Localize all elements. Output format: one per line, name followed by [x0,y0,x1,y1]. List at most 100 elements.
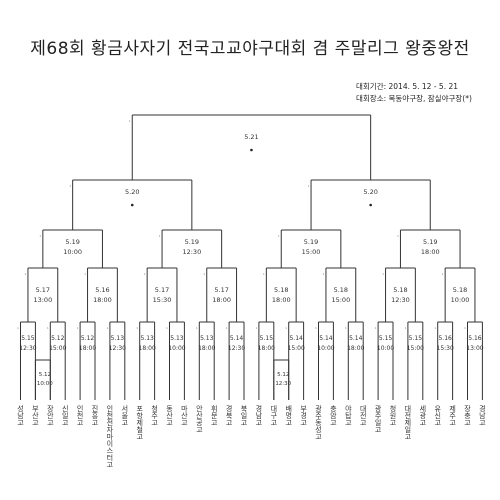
team-name: 세광고 [419,404,427,426]
semifinal-date: 5.20 [363,188,377,196]
team-name: 청주고 [151,405,159,426]
team-name: 광주일고 [374,405,382,433]
round32-tick: 1 [255,326,257,330]
round32-tick: 1 [464,326,466,330]
quarterfinal-date: 5.19 [304,238,318,246]
opening-time: 12:30 [275,381,291,387]
team-name: 제주고 [449,405,457,426]
opening-time: 10:00 [37,381,53,387]
team-name: 대구고 [270,405,278,426]
round32-time: 13:00 [466,345,483,352]
round32-date: 5.13 [200,335,214,342]
round16-time: 18:00 [93,296,112,304]
team-name: 대전제일고 [404,405,412,440]
round32-date: 5.14 [319,335,333,342]
round32-tick: 1 [106,326,108,330]
round16-date: 5.18 [334,286,348,294]
quarterfinal-tick: 1 [278,234,280,238]
quarterfinal-tick: 1 [397,234,399,238]
round32-time: 12:30 [109,345,126,352]
round32-time: 18:00 [139,345,156,352]
round32-date: 5.14 [349,335,363,342]
jamsil-marker [130,203,134,207]
round32-time: 15:00 [288,345,305,352]
round32-tick: 1 [345,326,347,330]
round32-time: 18:00 [347,345,364,352]
round32-date: 5.14 [289,335,303,342]
quarterfinal-time: 18:00 [421,248,440,256]
jamsil-marker [369,203,372,207]
quarterfinal-tick: 1 [39,234,41,238]
team-name: 인천고 [76,404,84,426]
tournament-venue: 대회장소: 목동야구장, 잠실야구장(*) [356,94,472,103]
tournament-period: 대회기간: 2014. 5. 12 - 5. 21 [356,82,459,91]
opening-date: 5.12 [277,372,289,378]
round16-date: 5.17 [36,286,50,294]
round32-date: 5.15 [260,335,274,342]
team-name: 경북고 [225,404,233,426]
team-name: 광주동성고 [315,405,323,440]
team-name: 포항제철고 [136,405,144,440]
round16-tick: 1 [442,272,444,276]
team-name: 부산고 [31,405,39,426]
team-name: 장충고 [464,404,472,426]
round32-time: 10:00 [168,345,185,352]
team-name: 신일고 [61,404,69,426]
round32-date: 5.12 [51,335,65,342]
semifinal-date: 5.20 [125,188,139,196]
round32-time: 12:30 [228,345,245,352]
team-name: 서울고 [121,404,129,426]
round32-time: 18:00 [258,345,275,352]
round32-date: 5.15 [409,335,423,342]
team-name: 충암고 [329,404,337,426]
round32-time: 12:30 [19,345,36,352]
round32-date: 5.13 [140,335,154,342]
round32-time: 18:00 [198,345,215,352]
round16-date: 5.18 [453,286,467,294]
opening-date: 5.12 [39,372,51,378]
round32-tick: 1 [17,326,19,330]
team-name: 인천전자마이스터고 [106,404,114,468]
round32-date: 5.15 [21,335,35,342]
round32-date: 5.16 [468,335,482,342]
team-name: 북일고 [240,405,248,426]
round16-time: 13:00 [33,296,52,304]
round16-date: 5.17 [214,286,228,294]
semifinal-tick: 1 [69,184,71,188]
round32-date: 5.16 [438,335,452,342]
round32-tick: 1 [226,326,228,330]
round32-tick: 1 [47,326,49,330]
round32-date: 5.13 [111,335,125,342]
team-name: 야탑고 [344,404,352,426]
round32-tick: 1 [315,326,317,330]
quarterfinal-date: 5.19 [65,238,79,246]
round16-tick: 1 [322,272,324,276]
round32-tick: 1 [434,326,436,330]
team-name: 경남고 [255,404,263,426]
quarterfinal-tick: 1 [159,234,161,238]
round32-date: 5.13 [170,335,184,342]
round16-tick: 1 [382,272,384,276]
round16-time: 15:30 [153,296,172,304]
round32-time: 10:00 [317,345,334,352]
team-name: 휘문고 [210,404,218,426]
page-title: 제68회 황금사자기 전국고교야구대회 겸 주말리그 왕중왕전 [30,39,470,59]
team-name: 마산고 [180,404,188,426]
team-name: 배명고 [285,404,293,426]
team-name: 유신고 [434,405,442,426]
team-name: 진흥고 [91,404,99,426]
round16-tick: 1 [24,272,26,276]
team-name: 청원고 [389,405,397,426]
round32-tick: 1 [285,326,287,330]
round32-time: 15:00 [407,345,424,352]
round16-tick: 1 [263,272,265,276]
round16-time: 15:00 [331,296,350,304]
team-name: 장안고 [46,404,54,426]
round32-date: 5.14 [230,335,244,342]
quarterfinal-date: 5.19 [423,238,437,246]
team-name: 경남고 [478,404,486,426]
quarterfinal-date: 5.19 [185,238,199,246]
round32-tick: 1 [404,326,406,330]
round16-time: 18:00 [272,296,291,304]
